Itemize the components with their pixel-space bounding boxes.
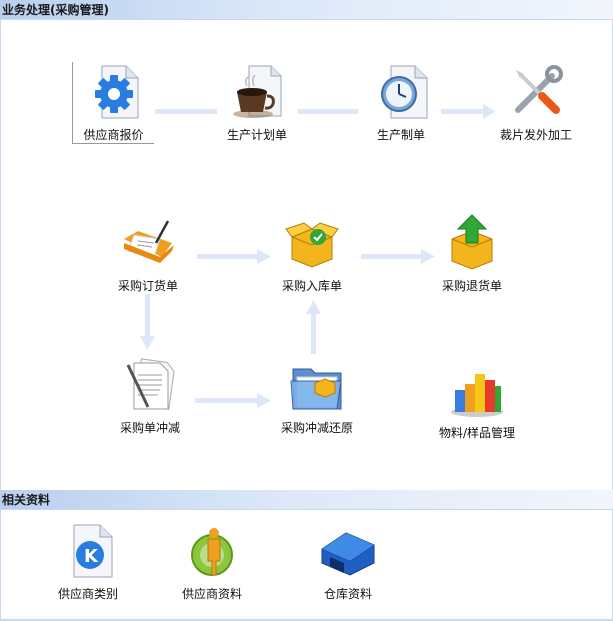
cutting-outsource-item[interactable]: 裁片发外加工 <box>481 62 591 143</box>
flow-arrowhead <box>140 336 155 350</box>
document-k-icon: K <box>73 524 113 578</box>
supplier-quote-item[interactable]: 供应商报价 <box>72 62 154 144</box>
item-label: 供应商类别 <box>57 587 118 601</box>
item-label: 生产计划单 <box>226 128 287 142</box>
document-gear-icon <box>94 65 138 119</box>
document-coffee-icon <box>233 65 282 118</box>
frame-border <box>0 20 1 490</box>
flow-connector <box>361 254 421 259</box>
item-label: 采购单冲减 <box>119 421 180 435</box>
item-label: 采购入库单 <box>281 279 342 293</box>
item-label: 采购退货单 <box>441 279 502 293</box>
frame-border <box>0 619 613 621</box>
flow-connector <box>311 314 316 354</box>
flow-connector <box>197 254 257 259</box>
bar-chart-icon <box>451 374 503 417</box>
purchase-order-item[interactable]: 采购订货单 <box>93 213 203 294</box>
folder-box-icon <box>290 368 342 410</box>
material-sample-mgmt-item[interactable]: 物料/样品管理 <box>422 360 532 441</box>
folder-pen-icon <box>124 220 174 263</box>
supplier-category-item[interactable]: K 供应商类别 <box>33 521 143 602</box>
section-header-related: 相关资料 <box>0 490 613 510</box>
frame-border <box>0 510 1 621</box>
item-label: 采购订货单 <box>117 279 178 293</box>
production-plan-item[interactable]: 生产计划单 <box>202 62 312 143</box>
item-label: 供应商报价 <box>83 128 144 142</box>
flow-arrowhead <box>306 300 321 314</box>
purchase-inbound-item[interactable]: 采购入库单 <box>257 213 367 294</box>
document-clock-icon <box>381 65 428 119</box>
purchase-offset-restore-item[interactable]: 采购冲减还原 <box>262 355 372 436</box>
tools-icon <box>515 65 563 114</box>
production-order-item[interactable]: 生产制单 <box>346 62 456 143</box>
person-circle-icon <box>191 528 233 576</box>
item-label: 供应商资料 <box>181 587 242 601</box>
warehouse-info-item[interactable]: 仓库资料 <box>293 521 403 602</box>
item-label: 生产制单 <box>376 128 425 142</box>
supplier-info-item[interactable]: 供应商资料 <box>157 521 267 602</box>
warehouse-icon <box>321 532 375 576</box>
section-header-business: 业务处理(采购管理) <box>0 0 613 20</box>
box-check-icon <box>285 222 339 268</box>
flow-connector <box>145 294 150 336</box>
purchase-offset-item[interactable]: 采购单冲减 <box>95 355 205 436</box>
item-label: 仓库资料 <box>323 587 372 601</box>
svg-text:K: K <box>84 546 99 567</box>
item-label: 物料/样品管理 <box>438 426 516 440</box>
box-up-arrow-icon <box>451 214 493 270</box>
purchase-return-item[interactable]: 采购退货单 <box>417 213 527 294</box>
item-label: 采购冲减还原 <box>280 421 353 435</box>
document-pen-icon <box>126 358 175 410</box>
item-label: 裁片发外加工 <box>499 128 572 142</box>
